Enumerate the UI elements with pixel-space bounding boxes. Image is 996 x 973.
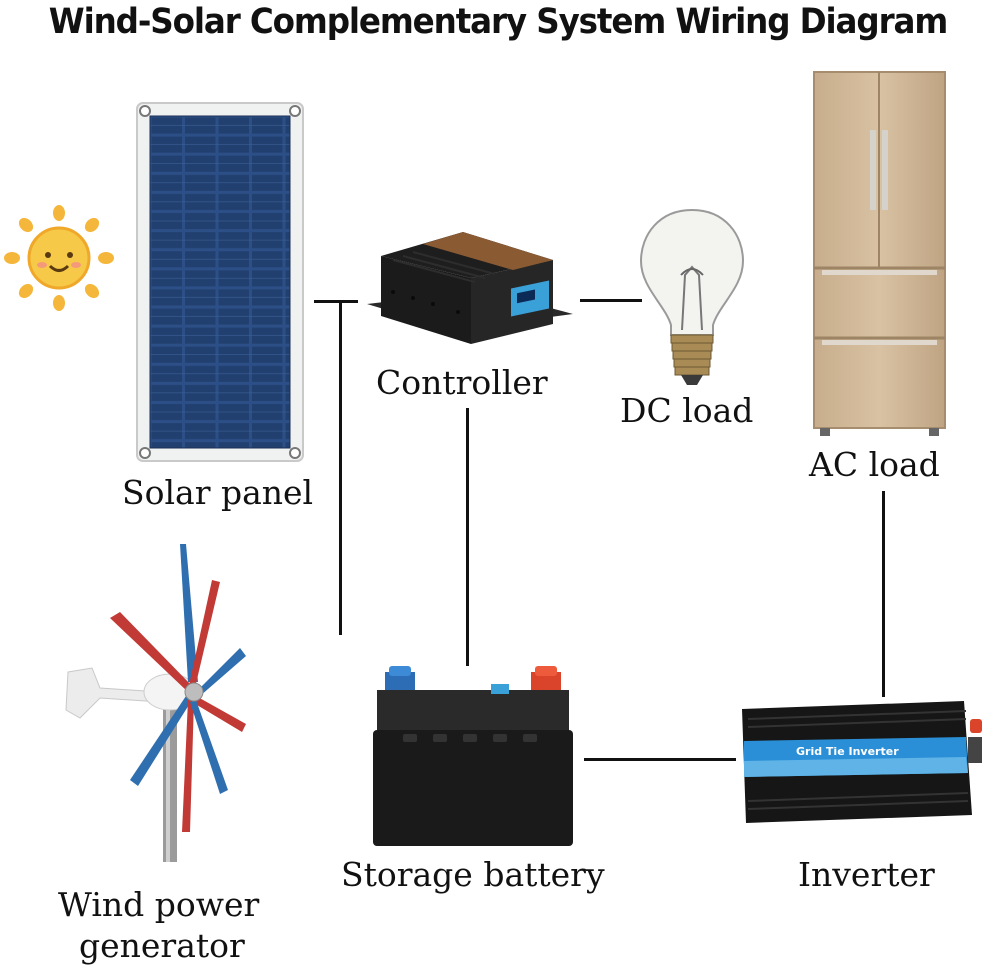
controller-label: Controller xyxy=(376,363,548,402)
solar-panel-label: Solar panel xyxy=(122,473,314,512)
controller-image xyxy=(363,226,576,361)
dc-load-label: DC load xyxy=(620,391,754,430)
ac-load-fridge-image xyxy=(812,70,947,438)
wire-inverter-to-ac-load xyxy=(882,491,885,697)
ac-load-label: AC load xyxy=(809,445,940,484)
wind-generator-label-line1: Wind power xyxy=(58,885,260,924)
wire-wind-to-controller xyxy=(339,300,342,635)
inverter-badge-text: Grid Tie Inverter xyxy=(796,745,899,758)
inverter-image: Grid Tie Inverter xyxy=(736,697,988,829)
diagram-title: Wind-Solar Complementary System Wiring D… xyxy=(48,2,949,42)
wire-controller-to-battery xyxy=(466,408,469,666)
dc-load-bulb-image xyxy=(637,205,747,390)
storage-battery-image xyxy=(373,664,573,848)
storage-battery-label: Storage battery xyxy=(341,855,605,894)
wind-turbine-image xyxy=(60,540,260,865)
solar-panel-image xyxy=(135,101,305,463)
wind-generator-label-line2: generator xyxy=(79,926,245,965)
inverter-label: Inverter xyxy=(798,855,935,894)
wire-solar-to-controller xyxy=(314,300,358,303)
wire-battery-to-inverter xyxy=(584,758,736,761)
wire-controller-to-dc-load xyxy=(580,299,642,302)
sun-icon xyxy=(0,203,118,313)
